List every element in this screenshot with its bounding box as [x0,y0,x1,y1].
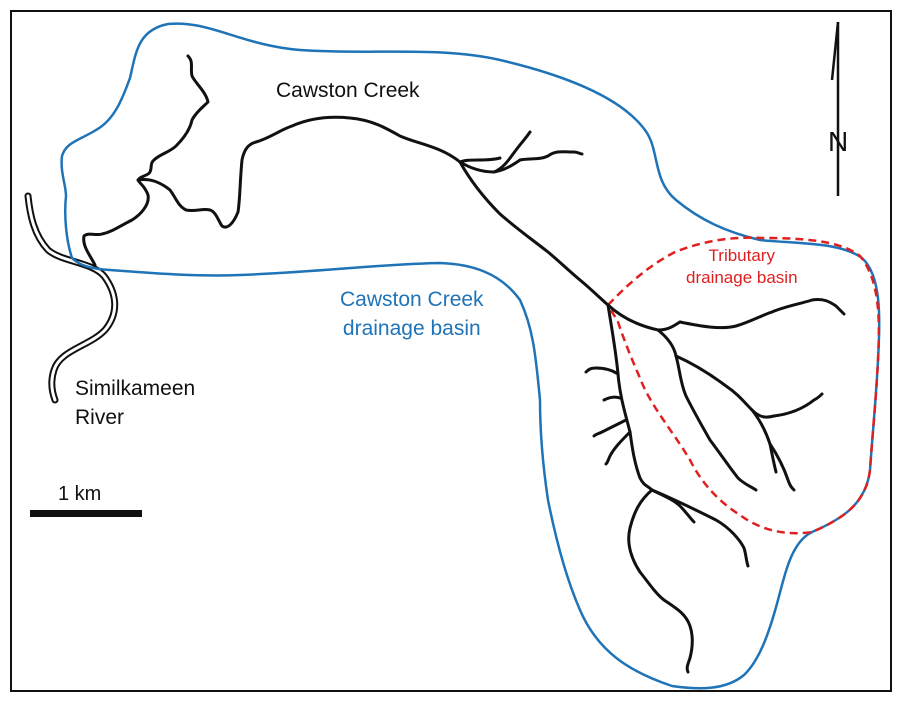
stream-network [82,54,846,674]
creek-label: Cawston Creek [276,79,420,102]
tributary-label-line2: drainage basin [686,268,798,288]
tributary-outline [606,236,881,535]
scale-bar [30,510,142,517]
basin-label-line2: drainage basin [342,317,481,341]
tributary-label-line1: Tributary [708,246,775,265]
river-label-line1: Similkameen [75,377,196,400]
scale-label: 1 km [58,483,102,505]
north-arrow-icon [830,21,840,196]
map-frame [10,10,892,692]
basin-outline [60,22,881,690]
basin-label: Cawston Creek drainage basin [340,287,484,341]
tributary-label: Tributary drainage basin [686,246,798,289]
similkameen-river [24,192,119,404]
river-label-line2: River [75,406,125,430]
river-label: Similkameen River [75,376,195,430]
north-label: N [828,126,849,157]
basin-label-line1: Cawston Creek [340,288,484,311]
